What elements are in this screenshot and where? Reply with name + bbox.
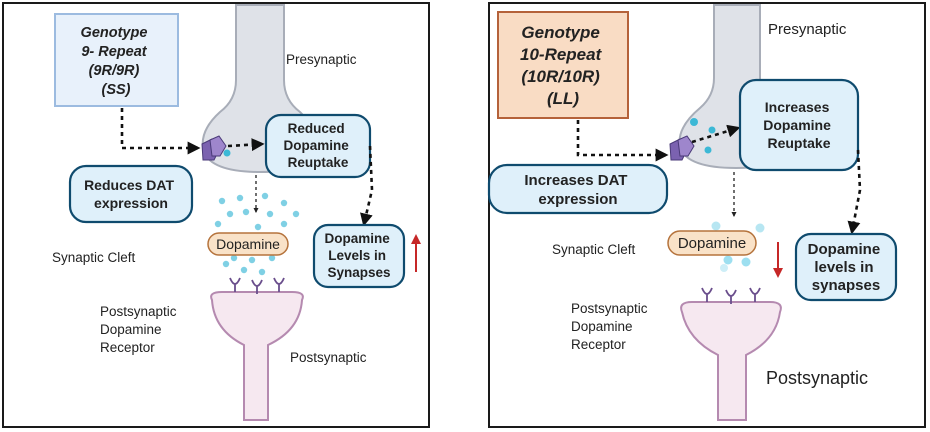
postsynaptic-terminal [210, 291, 304, 421]
panel-right: Genotype 10-Repeat (10R/10R) (LL) Presyn… [487, 2, 926, 428]
dopamine-receptors [229, 277, 285, 294]
genotype-text-right: Genotype 10-Repeat (10R/10R) (LL) [520, 23, 606, 108]
genotype-to-dat-arrow [120, 108, 201, 155]
reuptake-text-right: Increases Dopamine Reuptake [763, 99, 835, 151]
dat-transporter-icon [669, 135, 695, 161]
dopamine-pill-left [207, 232, 289, 256]
genotype-text-left: Genotype 9- Repeat (9R/9R) (SS) [81, 25, 152, 98]
dopamine-pill-right [667, 230, 757, 256]
synaptic-cleft-label-right: Synaptic Cleft [552, 242, 636, 257]
reuptake-box-right [738, 78, 860, 172]
dopamine-receptors [701, 287, 761, 304]
dat-expression-box-right [487, 163, 669, 215]
postsynaptic-terminal [680, 301, 782, 421]
reuptake-text-left: Reduced Dopamine Reuptake [283, 121, 352, 170]
dopamine-molecules [711, 221, 765, 272]
receptor-label-left: Postsynaptic Dopamine Receptor [100, 304, 180, 355]
postsynaptic-label-left: Postsynaptic [290, 350, 367, 365]
levels-text-right: Dopamine levels in synapses [808, 241, 885, 294]
dat-expression-box-left [68, 164, 194, 224]
genotype-to-dat-arrow [576, 120, 669, 162]
reuptake-to-levels-arrow [360, 145, 374, 227]
levels-box-right [794, 232, 898, 302]
vesicles [690, 118, 716, 154]
postsynaptic-label-right: Postsynaptic [766, 368, 868, 388]
genotype-box-right [497, 11, 629, 119]
genotype-box-left [54, 13, 179, 107]
panel-left: Genotype 9- Repeat (9R/9R) (SS) Presynap… [2, 2, 430, 428]
receptor-label-right: Postsynaptic Dopamine Receptor [571, 301, 651, 352]
levels-box-left [312, 223, 406, 289]
levels-text-left: Dopamine Levels in Synapses [324, 231, 393, 280]
dat-to-reuptake-arrow [691, 124, 741, 144]
dat-expression-text-left: Reduces DAT expression [84, 177, 178, 211]
reuptake-to-levels-arrow [847, 149, 862, 235]
dat-transporter-icon [201, 135, 231, 161]
presynaptic-label-right: Presynaptic [768, 21, 847, 38]
dopamine-label-left: Dopamine [216, 236, 280, 252]
dat-expression-text-right: Increases DAT expression [524, 172, 631, 208]
dopamine-label-right: Dopamine [678, 235, 746, 252]
presynaptic-label-left: Presynaptic [286, 52, 357, 67]
dat-to-reuptake-arrow [227, 138, 265, 152]
dopamine-molecules [214, 192, 300, 276]
synaptic-cleft-label-left: Synaptic Cleft [52, 250, 136, 265]
